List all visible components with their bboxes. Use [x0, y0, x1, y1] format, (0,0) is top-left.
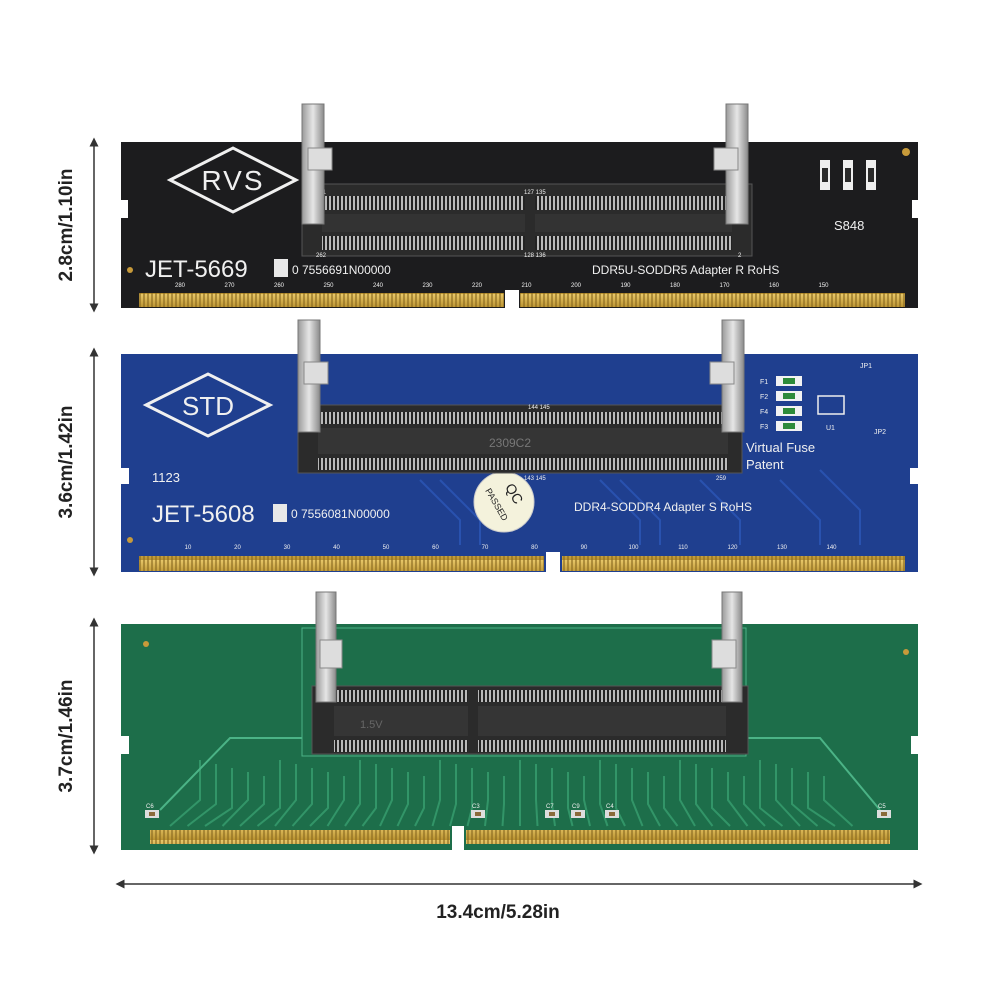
board1-logo-text: RVS [201, 165, 264, 196]
board3-cap-label: C4 [606, 804, 614, 810]
dimension-lines [89, 137, 923, 889]
board2-pin-number: 70 [482, 545, 489, 551]
board2-pin-number: 90 [581, 545, 588, 551]
board1-pin-numbers: 280 270 260 250 240 230 220 210 200 190 180 170 160 1… [175, 283, 829, 289]
svg-text:128 136: 128 136 [524, 253, 546, 259]
board2-fuse-label: F3 [760, 424, 768, 431]
board1-pin-number: 150 [818, 283, 829, 289]
board3-height-label: 3.7cm/1.46in [56, 679, 77, 792]
board2-fuse-label: F2 [760, 394, 768, 401]
board2-pin-number: 20 [234, 545, 241, 551]
board1-pin-number: 250 [323, 283, 334, 289]
board3-socket-pins-top [334, 690, 726, 702]
board1-pin-number: 200 [571, 283, 582, 289]
board-ddr5-adapter: RVS JET-5669 0 7556691N00000 DDR5U-SODDR… [121, 103, 918, 308]
board1-pin-number: 240 [373, 283, 384, 289]
board1-pin-number: 230 [422, 283, 433, 289]
board1-pin-number: 260 [274, 283, 285, 289]
board3-latch-right [711, 591, 743, 703]
board2-pin-number: 140 [826, 545, 837, 551]
board2-socket-chip: 2309C2 [489, 436, 531, 450]
board1-model: JET-5669 [145, 256, 248, 283]
width-label: 13.4cm/5.28in [436, 902, 560, 923]
board3-socket-text: 1.5V [360, 719, 383, 731]
svg-text:127 135: 127 135 [524, 190, 546, 196]
board1-pin-number: 180 [670, 283, 681, 289]
board1-serial: 0 7556691N00000 [292, 263, 391, 277]
board2-chip-u1 [817, 395, 845, 415]
board2-fuse-label: F1 [760, 379, 768, 386]
board2-logo-diamond [142, 372, 274, 438]
board3-cap-label: C5 [878, 804, 886, 810]
board-ddr4-adapter: STD 1123 JET-5608 0 7556081N00000 DDR4-S… [121, 319, 918, 572]
svg-text:JP2: JP2 [874, 429, 886, 436]
board2-pin-number: 120 [727, 545, 738, 551]
board1-logo-diamond [166, 146, 300, 214]
board2-pin-number: 10 [185, 545, 192, 551]
board-green-adapter: C6 C3 C7 C9 C4 C5 1.5V [121, 591, 918, 850]
svg-text:262: 262 [316, 253, 327, 259]
board3-cap-label: C6 [146, 804, 154, 810]
board3-gold-contacts-right [466, 830, 890, 844]
board1-adapter-text: DDR5U-SODDR5 Adapter R RoHS [592, 263, 779, 277]
board2-pin-number: 110 [678, 545, 688, 551]
board3-socket-pins-bottom [334, 740, 726, 752]
board1-height-label: 2.8cm/1.10in [56, 168, 77, 281]
board2-model-box [273, 504, 287, 522]
board2-pin-number: 30 [284, 545, 291, 551]
board2-code: 1123 [152, 470, 180, 485]
board3-cap-label: C7 [546, 804, 554, 810]
board2-serial: 0 7556081N00000 [291, 507, 390, 521]
board2-pin-number: 50 [383, 545, 390, 551]
board1-pin-number: 190 [620, 283, 631, 289]
board2-height-label: 3.6cm/1.42in [56, 405, 77, 518]
board2-model: JET-5608 [152, 501, 255, 528]
board2-gold-contacts-right [562, 556, 905, 571]
board3-latch-left [315, 591, 343, 703]
board2-latch-right [709, 319, 745, 433]
svg-text:JP1: JP1 [860, 363, 872, 370]
board2-latch-left [297, 319, 329, 433]
svg-text:2: 2 [738, 253, 742, 259]
board2-logo-text: STD [182, 391, 234, 421]
board2-pin-number: 80 [531, 545, 538, 551]
board3-cap-label: C3 [472, 804, 480, 810]
board3-gold-contacts-left [150, 830, 450, 844]
board2-patent: Patent [746, 457, 784, 472]
board2-pin-numbers: 10 20 30 40 50 60 70 80 90 100 110 120 130 140 [185, 545, 838, 551]
board1-pin-number: 220 [472, 283, 483, 289]
board1-latch-left [301, 103, 333, 225]
board1-pin-number: 170 [719, 283, 730, 289]
board1-pin-number: 280 [175, 283, 186, 289]
board1-latch-right [713, 103, 749, 225]
board2-socket-pins-top [318, 412, 728, 424]
board1-code: S848 [834, 218, 864, 233]
svg-text:259: 259 [716, 476, 727, 482]
board2-pin-number: 40 [333, 545, 340, 551]
board2-fuse-label: F4 [760, 409, 768, 416]
board3-cap-label: C9 [572, 804, 580, 810]
board1-gold-contacts-right [520, 293, 905, 307]
board2-pin-number: 130 [777, 545, 788, 551]
board1-pin-number: 210 [521, 283, 532, 289]
svg-text:143 145: 143 145 [524, 476, 546, 482]
board2-adapter-text: DDR4-SODDR4 Adapter S RoHS [574, 500, 752, 514]
board2-socket-pins-bottom [318, 458, 728, 470]
board1-pin-number: 270 [224, 283, 235, 289]
board2-virtual-fuse: Virtual Fuse [746, 440, 815, 455]
board2-pin-number: 100 [628, 545, 639, 551]
board2-gold-contacts-left [139, 556, 544, 571]
svg-text:144 145: 144 145 [528, 405, 550, 411]
board1-gold-contacts-left [139, 293, 504, 307]
board1-model-box [274, 259, 288, 277]
qc-passed-sticker: QC PASSED [473, 471, 535, 533]
svg-text:U1: U1 [826, 425, 835, 432]
board2-pin-number: 60 [432, 545, 439, 551]
board1-pin-number: 160 [769, 283, 780, 289]
board3-capacitors: C6 C3 C7 C9 C4 C5 [145, 804, 891, 818]
